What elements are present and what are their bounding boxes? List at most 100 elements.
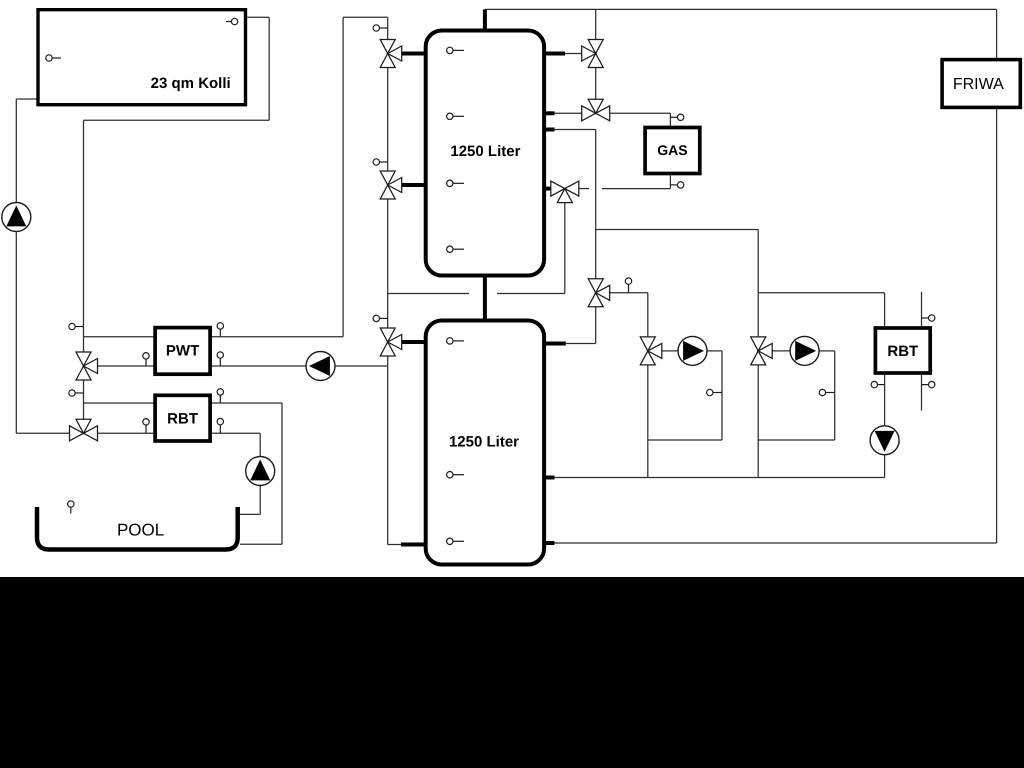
- valve-port-right: [594, 104, 611, 122]
- sensor-bulb: [230, 17, 239, 26]
- temp-sensor: [670, 113, 685, 122]
- pwt-label: PWT: [166, 343, 199, 360]
- temp-sensor: [921, 314, 936, 322]
- valve-port-top: [379, 327, 397, 344]
- temp-sensor: [216, 388, 225, 403]
- sensor-bulb: [676, 181, 685, 189]
- valves: [68, 38, 773, 442]
- temp-sensor: [372, 314, 388, 323]
- pump-flow-arrow-icon: [683, 340, 704, 361]
- temp-sensor: [870, 380, 885, 389]
- valve-port-right: [386, 44, 403, 63]
- sensor-bulb: [372, 24, 381, 32]
- footer-bar: [0, 577, 1024, 768]
- valve-port-bottom: [587, 291, 605, 308]
- valve-port-right: [563, 180, 580, 198]
- valve-port-top: [587, 278, 605, 295]
- valve-port-right: [82, 357, 99, 375]
- valve-3way: [581, 98, 611, 122]
- sensor-bulb: [927, 380, 936, 389]
- valve-port-right: [82, 424, 99, 442]
- sensor-bulb: [67, 500, 75, 508]
- sensor-bulb: [927, 314, 936, 322]
- temp-sensor: [445, 46, 464, 55]
- pipe-stubs: [401, 9, 566, 547]
- temp-sensor: [142, 351, 150, 366]
- sensor-bulb: [676, 113, 685, 122]
- valve-port-top: [749, 336, 767, 353]
- pwt-outline: [153, 325, 212, 377]
- sensor-bulb: [372, 314, 381, 323]
- valve-port-right: [386, 176, 403, 194]
- valve-port-right: [594, 284, 611, 302]
- sensor-bulb: [216, 417, 225, 426]
- valve-port-left: [550, 180, 567, 198]
- pool-basin: [34, 507, 240, 552]
- valve-port-bottom: [556, 187, 574, 204]
- pumps: [1, 201, 900, 487]
- temp-sensor: [445, 470, 464, 479]
- temp-sensor: [818, 388, 835, 397]
- valve-port-top: [587, 38, 605, 55]
- temp-sensor: [445, 337, 464, 345]
- sensors: [45, 17, 936, 546]
- temp-sensor: [445, 112, 464, 121]
- rbt-pool-box: RBT: [153, 393, 212, 443]
- gas-outline: [643, 125, 702, 176]
- sensor-bulb: [445, 470, 454, 479]
- temp-sensor: [226, 17, 239, 26]
- valve-port-bottom: [379, 340, 397, 357]
- temp-sensor: [445, 537, 464, 546]
- sensor-bulb: [45, 54, 53, 62]
- valve-3way: [74, 351, 99, 381]
- gas-box: GAS: [643, 125, 702, 176]
- sensor-bulb: [870, 380, 879, 389]
- sensor-bulb: [216, 351, 225, 359]
- temp-sensor: [624, 277, 633, 293]
- temp-sensor: [372, 24, 388, 32]
- valve-port-bottom: [74, 364, 93, 381]
- vessels: [34, 28, 547, 567]
- pump-flow-arrow-icon: [874, 430, 895, 452]
- friwa-box: FRIWA: [940, 57, 1023, 110]
- temp-sensor: [705, 388, 722, 397]
- valve-port-top: [74, 418, 93, 435]
- valve-port-bottom: [587, 52, 605, 69]
- rbt-right-outline: [873, 326, 933, 375]
- valve-port-bottom: [379, 183, 397, 200]
- valve-3way: [550, 180, 580, 204]
- pump-flow-arrow-icon: [250, 459, 271, 481]
- pump-left: [305, 350, 336, 382]
- valve-3way: [379, 170, 403, 200]
- valve-3way: [68, 418, 99, 442]
- pump-up: [245, 455, 276, 487]
- valve-3way: [749, 336, 773, 366]
- collector-box: 23 qm Kolli: [36, 7, 248, 107]
- sensor-bulb: [445, 537, 454, 546]
- temp-sensor: [921, 380, 936, 389]
- valve-port-right: [386, 333, 403, 351]
- valve-port-right: [646, 342, 663, 360]
- rbt-pool-label: RBT: [167, 410, 198, 427]
- valve-port-left: [68, 424, 85, 442]
- temp-sensor: [445, 245, 464, 254]
- valve-port-top: [74, 351, 93, 368]
- buffer-tank-1-label: 1250 Liter: [450, 143, 520, 160]
- temp-sensor: [216, 417, 225, 434]
- temp-sensor: [45, 54, 61, 62]
- sensor-bulb: [445, 337, 454, 345]
- sensor-bulb: [142, 351, 150, 360]
- sensor-bulb: [818, 388, 827, 397]
- pwt-box: PWT: [153, 325, 212, 377]
- valve-port-top: [639, 336, 657, 353]
- pipes: [15, 8, 998, 546]
- valve-3way: [379, 38, 403, 69]
- buffer-tank-2-label: 1250 Liter: [449, 434, 519, 451]
- sensor-bulb: [445, 46, 454, 55]
- sensor-bulb: [445, 245, 454, 254]
- sensor-bulb: [445, 112, 454, 121]
- temp-sensor: [372, 158, 388, 166]
- pump-down: [869, 425, 900, 456]
